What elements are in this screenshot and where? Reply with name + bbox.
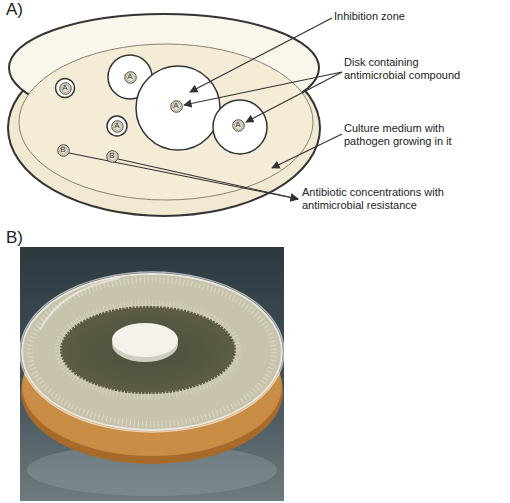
panel-label: B) [6,228,46,248]
antibiotic-disk: B [106,150,119,163]
inhibition-zones [56,55,268,154]
leader-arrows [69,18,342,199]
disk-letter: A [124,71,137,84]
agar-plate-photo [20,247,284,501]
disk-letter: A [111,120,124,133]
callout-label: Inhibition zone [334,10,454,23]
antibiotic-disk: B [57,144,70,157]
antibiotic-disk: A [59,82,72,95]
antibiotic-disk: A [111,120,124,133]
disk-outline [57,144,69,156]
disk-outline [170,100,182,112]
callout-label: Antibiotic concentrations with antimicro… [302,186,477,212]
disk-outline [124,71,136,83]
disk-outline [106,150,118,162]
callout-label: Disk containing antimicrobial compound [344,56,476,82]
disk-letter: B [57,144,70,157]
disk-letter: A [59,82,72,95]
antibiotic-disk: A [232,119,245,132]
antibiotic-disk: A [170,100,183,113]
callout-label: Culture medium with pathogen growing in … [344,122,472,148]
antibiotic-disk: A [124,71,137,84]
petri-dish [8,14,320,216]
disk-outline [59,82,71,94]
disk-outline [111,120,123,132]
disk-letter: A [170,100,183,113]
panel-label: A) [6,0,46,20]
disk-outline [232,119,244,131]
disk-letter: A [232,119,245,132]
disk-letter: B [106,150,119,163]
